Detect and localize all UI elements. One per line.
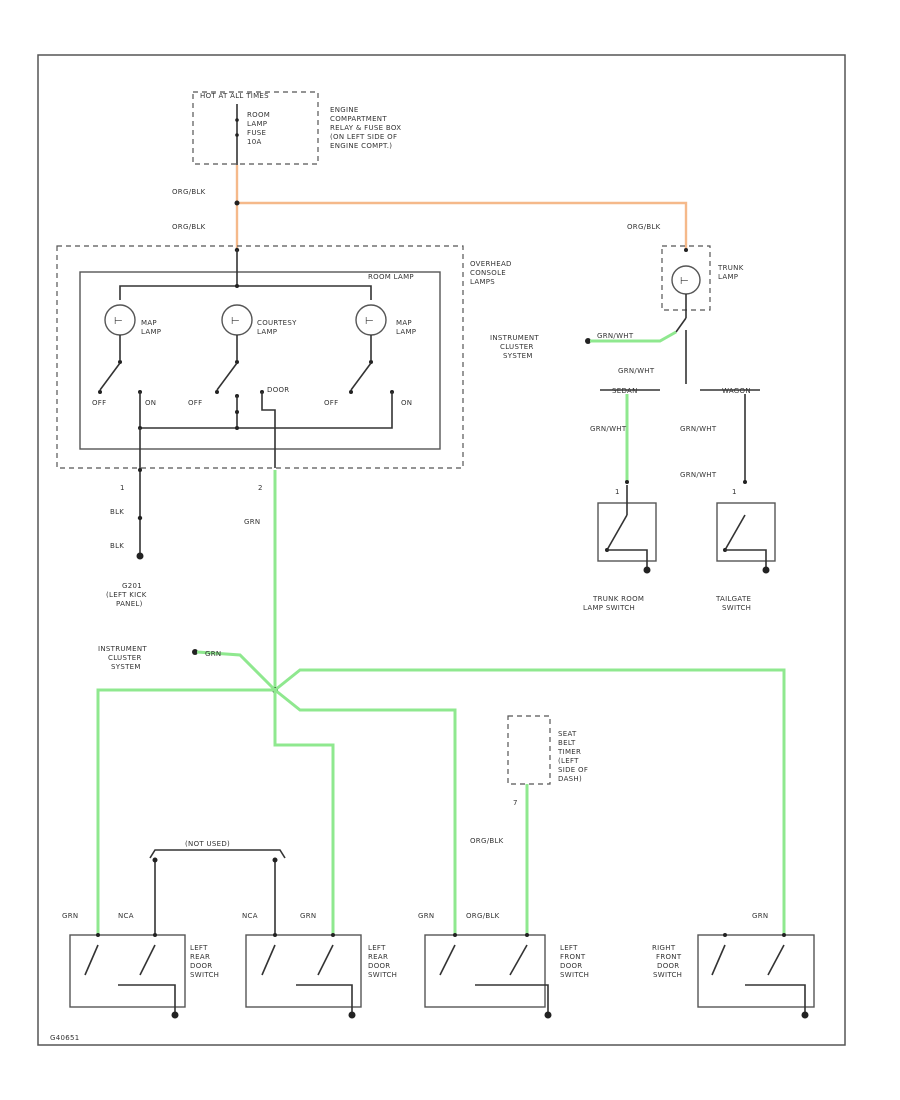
sw1-grn-label: GRN xyxy=(62,912,78,920)
blk-label-2: BLK xyxy=(110,542,124,550)
on-label-3: ON xyxy=(401,399,412,407)
wire-label-grn-mid: GRN xyxy=(205,650,221,658)
sedan-label: SEDAN xyxy=(612,387,638,395)
right-front-switch-box xyxy=(697,934,815,1008)
engine-relay-label: ENGINE COMPARTMENT RELAY & FUSE BOX (ON … xyxy=(330,106,404,150)
left-front-label: LEFT FRONT DOOR SWITCH xyxy=(560,944,589,979)
green-wire-sw2 xyxy=(273,690,335,935)
pin-trunk-label: 1 xyxy=(615,488,620,496)
room-lamp-fuse-label: ROOM LAMP FUSE 10A xyxy=(247,111,273,146)
room-lamp-box xyxy=(79,271,441,450)
overhead-console-label: OVERHEAD CONSOLE LAMPS xyxy=(470,260,514,286)
fuse-box-dashed xyxy=(192,91,319,165)
map-left-switch-arm xyxy=(99,362,121,391)
wire-label-grnwht-top-a: GRN/WHT xyxy=(597,332,634,340)
sw4-grn-label: GRN xyxy=(752,912,768,920)
green-wire-sw1 xyxy=(96,688,275,935)
seat-belt-timer-label: SEAT BELT TIMER (LEFT SIDE OF DASH) xyxy=(557,730,591,783)
pin-2-label: 2 xyxy=(258,484,263,492)
svg-text:⊢: ⊢ xyxy=(114,316,123,327)
wagon-label: WAGON xyxy=(722,387,751,395)
sw2-nca-label: NCA xyxy=(242,912,258,920)
pin-tail-label: 1 xyxy=(732,488,737,496)
ground-label: G201 (LEFT KICK PANEL) xyxy=(106,582,149,608)
svg-text:⊢: ⊢ xyxy=(680,276,689,287)
left-rear-2-label: LEFT REAR DOOR SWITCH xyxy=(368,944,397,979)
tailgate-switch-label: TAILGATE SWITCH xyxy=(715,595,754,612)
trunk-room-switch-label: TRUNK ROOM LAMP SWITCH xyxy=(583,595,647,612)
left-front-switch-box xyxy=(424,934,546,1008)
wire-label-grnwht-right2: GRN/WHT xyxy=(680,471,717,479)
on-bus-wire xyxy=(139,392,393,429)
sw3-grn-label: GRN xyxy=(418,912,434,920)
map-lamp-left-label: MAP LAMP xyxy=(141,319,161,336)
green-wire-trunk-cluster xyxy=(590,330,677,343)
on-label-1: ON xyxy=(145,399,156,407)
green-wire-sw4 xyxy=(274,668,786,935)
wire-label-orgblk-timer: ORG/BLK xyxy=(470,837,504,845)
off-label-2: OFF xyxy=(188,399,202,407)
map-lamp-right-label: MAP LAMP xyxy=(396,319,416,336)
room-lamp-label: ROOM LAMP xyxy=(368,273,414,281)
svg-text:⊢: ⊢ xyxy=(365,316,374,327)
figure-id-label: G40651 xyxy=(50,1034,80,1042)
wire-label-grn-vertical: GRN xyxy=(244,518,260,526)
pin-timer-label: 7 xyxy=(513,799,518,807)
tailgate-switch-box xyxy=(716,502,776,562)
sw3-orgblk-label: ORG/BLK xyxy=(466,912,500,920)
wire-label-orgblk-1: ORG/BLK xyxy=(172,188,206,196)
hot-at-all-times-label: HOT AT ALL TIMES xyxy=(200,92,269,100)
orange-wire-to-trunk xyxy=(237,201,688,250)
off-label-3: OFF xyxy=(324,399,338,407)
right-front-label: RIGHT FRONT DOOR SWITCH xyxy=(652,944,684,979)
seat-belt-timer-dashed xyxy=(507,715,551,785)
trunk-lamp-label: TRUNK LAMP xyxy=(717,264,746,281)
left-rear-switch-2-box xyxy=(245,934,362,1008)
courtesy-lamp-label: COURTESY LAMP xyxy=(257,319,299,336)
door-label: DOOR xyxy=(267,386,289,394)
instrument-cluster-top-label: INSTRUMENT CLUSTER SYSTEM xyxy=(490,334,542,360)
lamp-bus-wire xyxy=(119,285,372,300)
off-label-1: OFF xyxy=(92,399,106,407)
instrument-cluster-mid-label: INSTRUMENT CLUSTER SYSTEM xyxy=(98,645,150,671)
not-used-label: (NOT USED) xyxy=(185,840,230,848)
left-rear-switch-1-box xyxy=(69,934,186,1008)
wire-label-grnwht-top-b: GRN/WHT xyxy=(618,367,655,375)
wire-label-orgblk-2: ORG/BLK xyxy=(172,223,206,231)
overhead-console-dashed xyxy=(56,245,464,469)
wire-label-grnwht-left: GRN/WHT xyxy=(590,425,627,433)
door-wire xyxy=(261,392,276,468)
wire-label-orgblk-3: ORG/BLK xyxy=(627,223,661,231)
left-rear-1-label: LEFT REAR DOOR SWITCH xyxy=(190,944,219,979)
sw1-nca-label: NCA xyxy=(118,912,134,920)
ground-point xyxy=(136,552,144,560)
svg-text:⊢: ⊢ xyxy=(231,316,240,327)
green-wire-cluster-mid xyxy=(196,650,277,692)
blk-label-1: BLK xyxy=(110,508,124,516)
diagram-frame xyxy=(37,54,846,1046)
sw2-grn-label: GRN xyxy=(300,912,316,920)
wire-label-grnwht-right1: GRN/WHT xyxy=(680,425,717,433)
pin-1-label: 1 xyxy=(120,484,125,492)
green-wire-sw3 xyxy=(274,688,457,935)
